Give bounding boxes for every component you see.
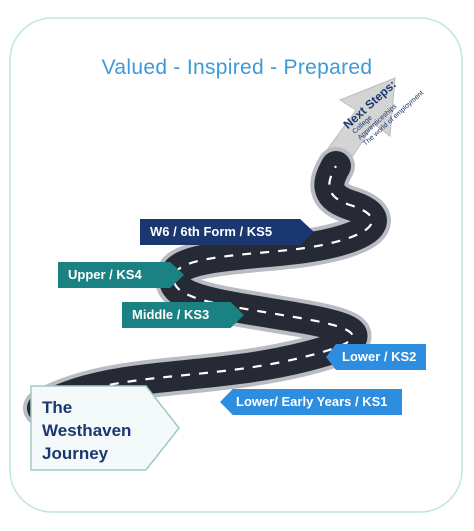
stage-label-ks2: Lower / KS2 — [326, 344, 426, 370]
tagline: Valued - Inspired - Prepared — [101, 56, 373, 79]
road-center-dashes — [41, 165, 373, 409]
journey-line: Journey — [42, 444, 109, 463]
stage-label-ks1: Lower/ Early Years / KS1 — [220, 389, 402, 415]
stage-label-ks4: Upper / KS4 — [58, 262, 184, 288]
stage-label-ks3: Middle / KS3 — [122, 302, 244, 328]
journey-line: Westhaven — [42, 421, 132, 440]
journey-callout — [30, 385, 180, 471]
journey-line: The — [42, 398, 73, 417]
stage-label-ks5: W6 / 6th Form / KS5 — [140, 219, 314, 245]
journey-title: The Westhaven Journey — [42, 396, 131, 465]
